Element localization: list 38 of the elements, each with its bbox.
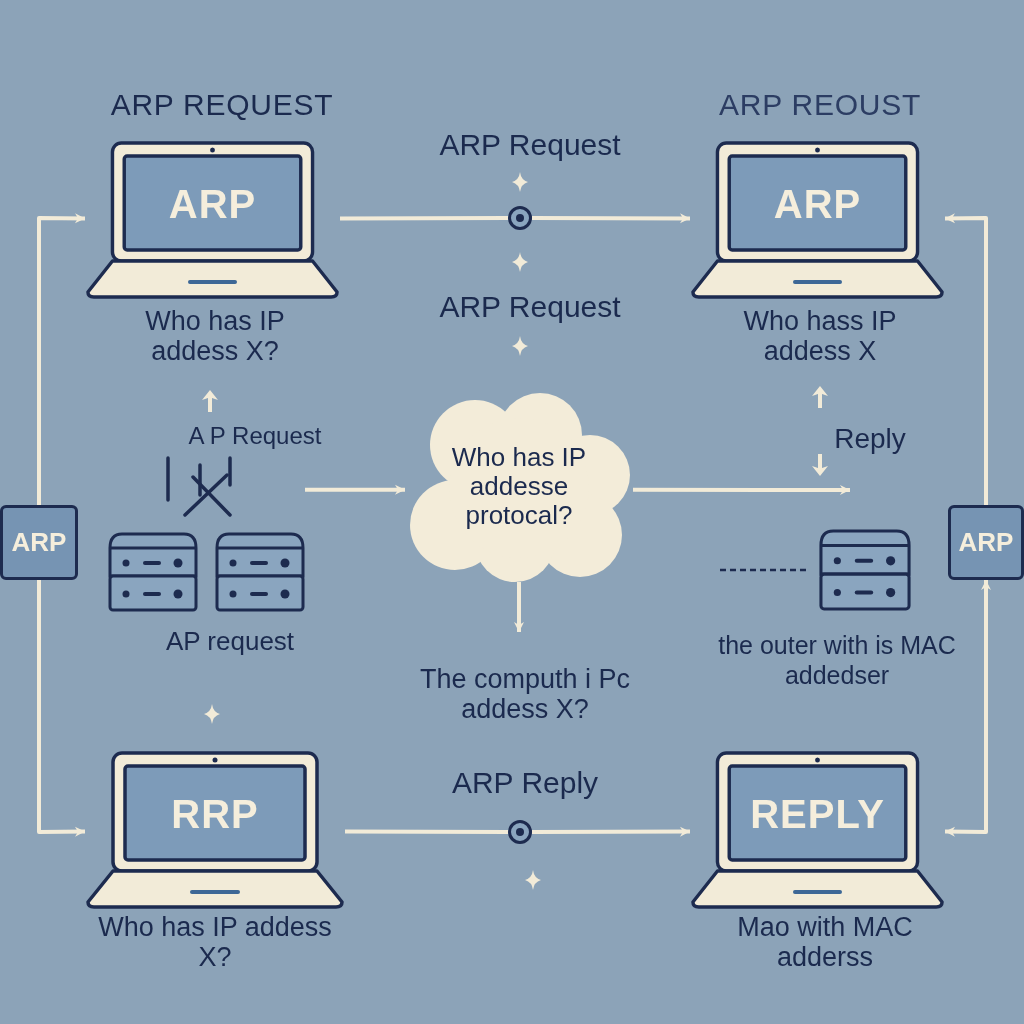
laptop	[85, 140, 340, 300]
arrow	[514, 582, 524, 632]
connector-line	[345, 829, 508, 834]
node-label: Mao with MAC adderss	[736, 912, 914, 972]
label-box	[948, 505, 1024, 580]
label-box	[0, 505, 78, 580]
screen-label: ARP	[773, 181, 862, 228]
node-label: ARP REQUEST	[109, 87, 335, 123]
box-label: ARP	[11, 526, 67, 559]
node-label: Who has IP addess X?	[144, 306, 286, 366]
arrow	[37, 213, 85, 505]
node-label: Who has IP addess X?	[97, 912, 333, 972]
screen-label: REPLY	[750, 791, 885, 838]
screen-label: ARP	[168, 181, 257, 228]
node-label: AP request	[164, 625, 296, 658]
arrow	[532, 826, 690, 837]
laptop	[690, 140, 945, 300]
laptop	[690, 750, 945, 910]
text-label: The computh i Pc addess X?	[418, 664, 632, 724]
arrow	[945, 580, 991, 837]
cloud-text: Who has IP addesse protocal?	[450, 442, 588, 530]
arrow	[945, 213, 988, 505]
text-label: Reply	[833, 422, 907, 456]
node-label: ARP REOUST	[718, 87, 922, 123]
text-label: ARP Request	[438, 289, 622, 325]
node-label: A P Request	[187, 421, 323, 451]
box-label: ARP	[958, 526, 1014, 559]
laptop	[85, 750, 345, 910]
text-label: the outer with is MAC addedser	[717, 630, 957, 690]
connector-line	[340, 216, 508, 221]
arrow	[305, 484, 405, 495]
text-label: ARP Reply	[450, 765, 600, 801]
screen-label: RRP	[171, 791, 259, 838]
arrow	[633, 485, 850, 495]
text-label: ARP Request	[438, 127, 622, 163]
arrow	[532, 213, 690, 224]
arrow	[37, 580, 85, 837]
node-label: Who hass IP addess X	[742, 306, 898, 366]
